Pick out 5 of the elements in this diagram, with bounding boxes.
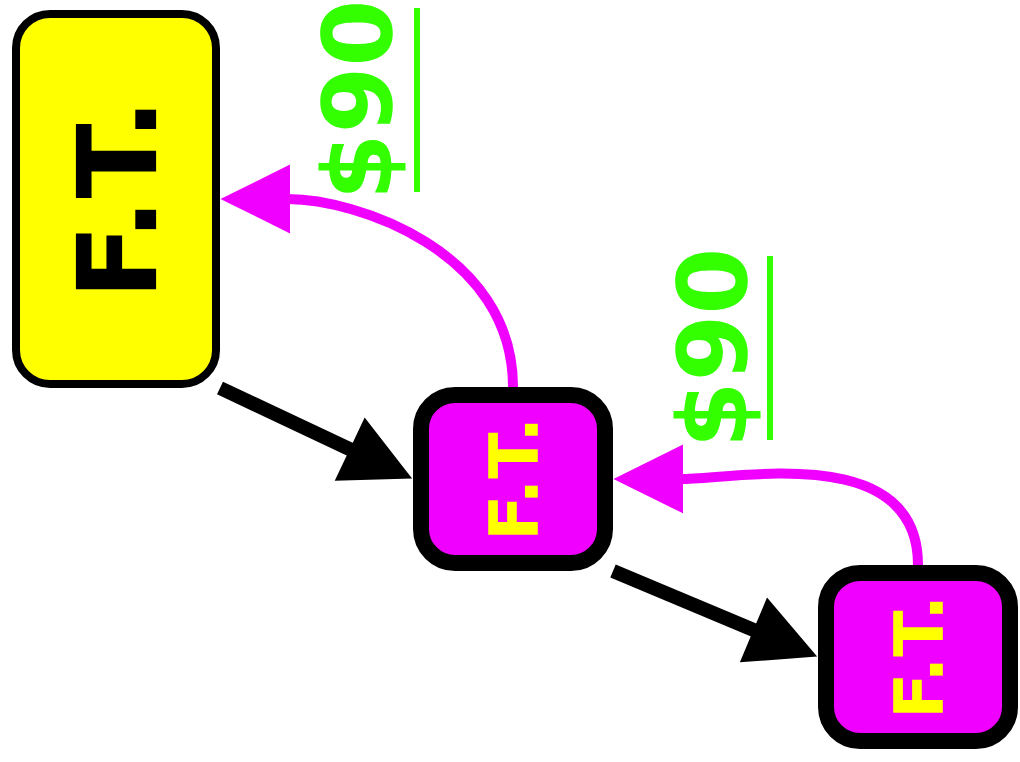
process-box: F.T. [413,387,613,571]
process-box: F.T. [818,565,1018,749]
process-box: F.T. [12,10,220,388]
edge-label: $90 [318,4,420,193]
edge-label: $90 [673,252,773,441]
